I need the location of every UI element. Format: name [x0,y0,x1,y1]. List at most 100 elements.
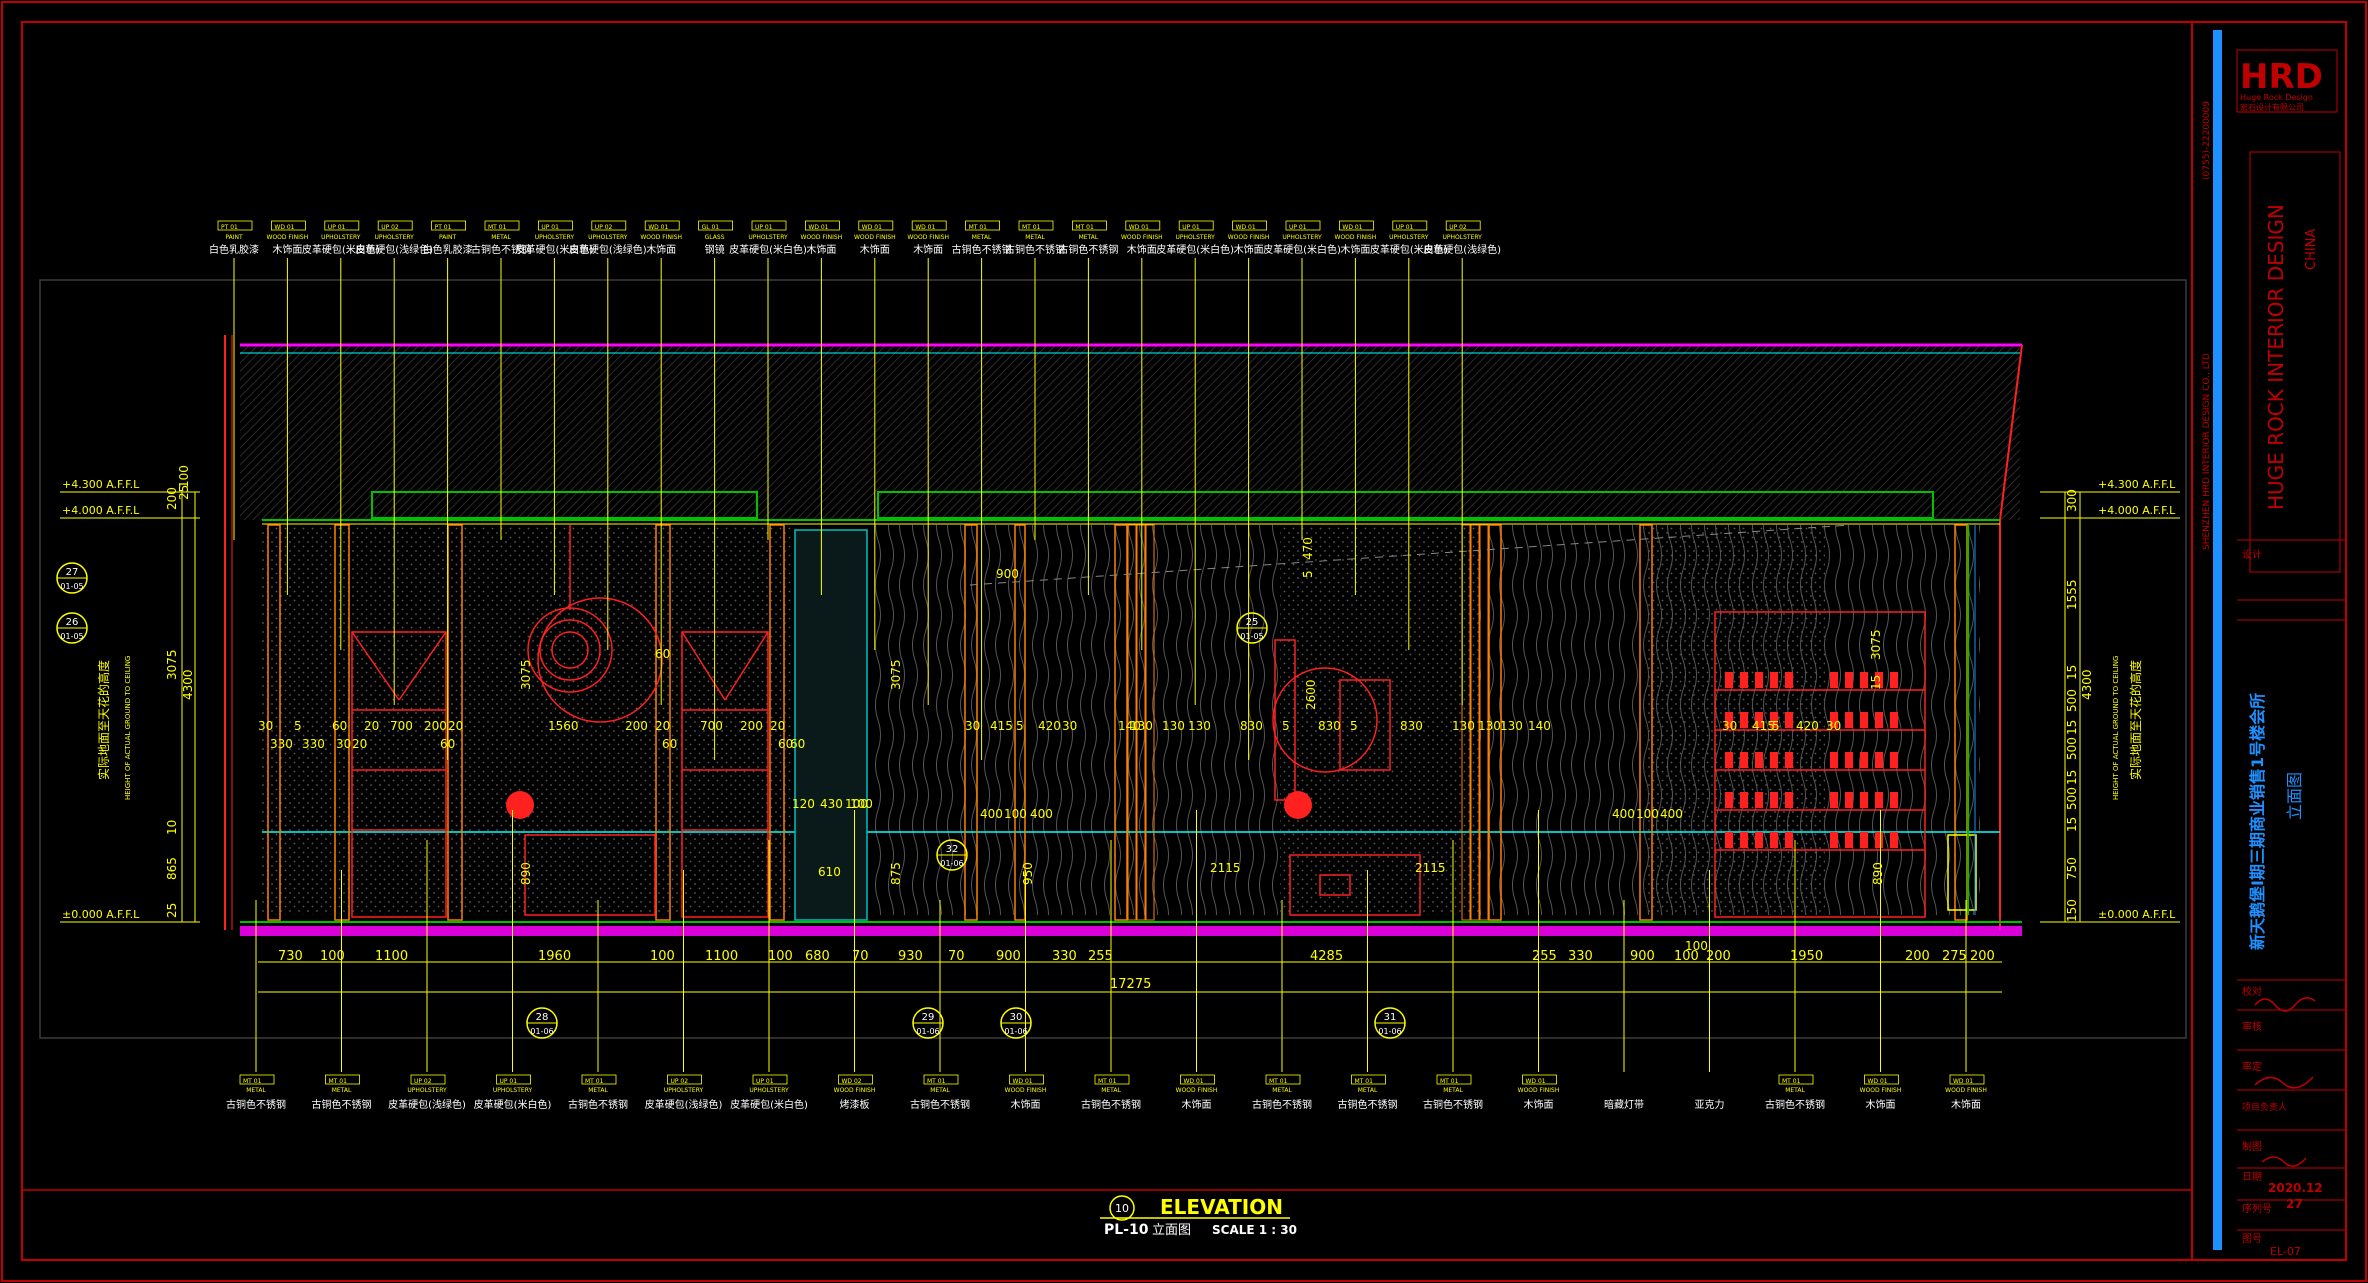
bottom-dim: 1100 [375,949,408,964]
tb-seq: 27 [2286,1197,2303,1211]
inner-dim-a: 830 [1318,719,1341,733]
tb-label-5: 序列号 [2242,1202,2272,1215]
inner-dim-b: 30 [336,737,351,751]
left-dim: 865 [165,857,179,880]
tag-cn: 皮革硬包(浅绿色) [388,1098,466,1111]
dim-3075-b: 3075 [889,659,903,690]
tag-en: UPHOLSTERY [535,234,575,241]
right-dim: 4300 [2080,669,2094,700]
tag-en: METAL [972,234,992,241]
right-levels: +4.300 A.F.F.L +4.000 A.F.F.L ±0.000 A.F… [2040,478,2180,923]
tag-cn: 白色乳胶漆 [209,243,259,256]
right-dimension-chain [2064,492,2081,922]
circle-dim: 2600 [1304,679,1318,710]
bottom-dim: 275 [1942,949,1967,964]
inner-dim-a: 5 [1350,719,1358,733]
left-level-2: +4.000 A.F.F.L [62,504,140,517]
tag-cn: 木饰面 [806,243,836,256]
tag-code-box [805,220,840,231]
tag-cn: 木饰面 [860,243,890,256]
marker-number: 27 [66,567,79,578]
tag-code-box [1232,220,1267,231]
elevation-title: 10 ELEVATION PL-10 立面图 SCALE 1 : 30 [1100,1195,1297,1238]
inner-dim-a: 30 [965,719,980,733]
logo-sub2: 宏石设计有限公司 [2240,102,2304,112]
right-dim: 300 [2065,489,2079,512]
tag-cn: 古铜色不锈钢 [568,1098,628,1111]
wall-panel-center [1280,525,1480,915]
company-en: HUGE ROCK INTERIOR DESIGN [2264,204,2288,510]
right-dim: 150 [2065,899,2079,922]
tag-en: UPHOLSTERY [321,234,361,241]
dim-890-a: 890 [519,862,533,885]
marker-ref: 01-06 [1004,1027,1027,1036]
tag-cn: 皮革硬包(米白色) [1263,243,1341,256]
tag-en: METAL [1272,1087,1292,1094]
inner-frame [21,21,2347,1261]
tag-en: METAL [1025,234,1045,241]
tag-cn: 皮革硬包(米白色) [730,1098,808,1111]
tag-cn: 木饰面 [1866,1098,1896,1111]
tag-code-box [911,220,947,231]
tag-code-box [239,1074,275,1085]
bottom-tag: 亚克力 [1695,1098,1725,1111]
inner-dim-b: 60 [790,737,805,751]
inner-dim-b: 400 [1612,807,1635,821]
left-dim: 4300 [181,669,195,700]
inner-dim-a: 140 [1118,719,1141,733]
tag-code: UP 01 [756,1078,774,1085]
dim-875: 875 [889,862,903,885]
inner-dim-b: 610 [818,865,841,879]
inner-dim-a: 415 [1752,719,1775,733]
bottom-dim: 200 [1970,949,1995,964]
chandelier [527,525,663,723]
tag-code-box [1285,220,1321,231]
inner-dim-b: 20 [352,737,367,751]
bottom-dim: 930 [898,949,923,964]
bottom-dim: 730 [278,949,303,964]
tag-en: UPHOLSTERY [1176,234,1216,241]
left-level-3: ±0.000 A.F.F.L [62,908,140,921]
tag-en: METAL [246,1087,266,1094]
tag-code: MT 01 [1022,224,1041,231]
tag-en: WOOD FINISH [1176,1087,1218,1094]
right-dim: 1555 [2065,579,2079,610]
left-dim: 25 [177,485,191,500]
tag-en: METAL [588,1087,608,1094]
tag-code: WD 01 [862,224,882,231]
tag-code-box [1018,220,1054,231]
left-dimension-chain [181,492,196,922]
marker-ref: 01-06 [916,1027,939,1036]
dim-100-b: 100 [845,797,868,811]
marker-ref: 01-06 [530,1027,553,1036]
tb-label-3: 审定 [2242,1060,2262,1073]
tag-code: MT 01 [969,224,988,231]
tag-code-box [1436,1074,1472,1085]
right-vertical-note: 实际地面至天花的高度 HEIGHT OF ACTUAL GROUND TO CE… [2112,656,2143,800]
vertical-note-en-right: HEIGHT OF ACTUAL GROUND TO CEILING [2112,656,2120,800]
bottom-dim: 1100 [705,949,738,964]
tag-en: METAL [491,234,511,241]
tag-cn: 亚克力 [1695,1098,1725,1111]
tag-code-box [1009,1074,1044,1085]
tag-cn: 皮革硬包(浅绿色) [355,243,433,256]
tag-code: WD 01 [648,224,668,231]
tb-drawing-no: EL-07 [2270,1245,2301,1258]
tag-cn: 木饰面 [1951,1098,1981,1111]
inner-dim-b: 2115 [1415,861,1446,875]
tag-cn: 皮革硬包(米白色) [474,1098,552,1111]
tag-code: WD 01 [915,224,935,231]
